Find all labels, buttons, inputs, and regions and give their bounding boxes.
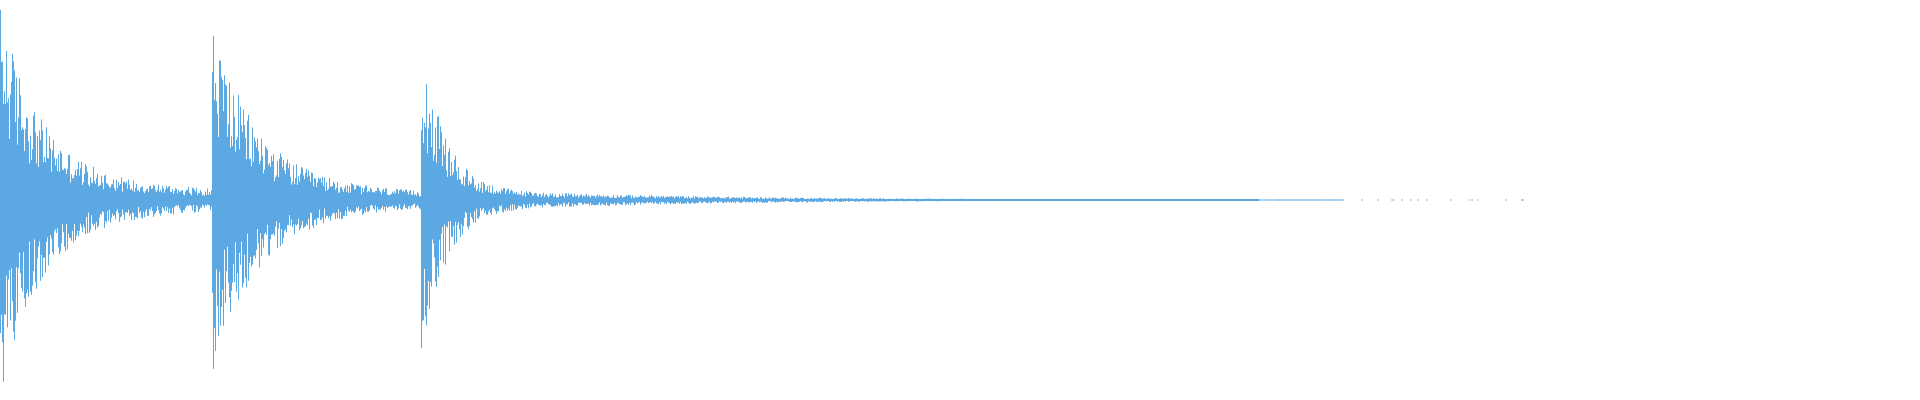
waveform-samples (0, 10, 1524, 382)
waveform-trace (0, 10, 1524, 382)
